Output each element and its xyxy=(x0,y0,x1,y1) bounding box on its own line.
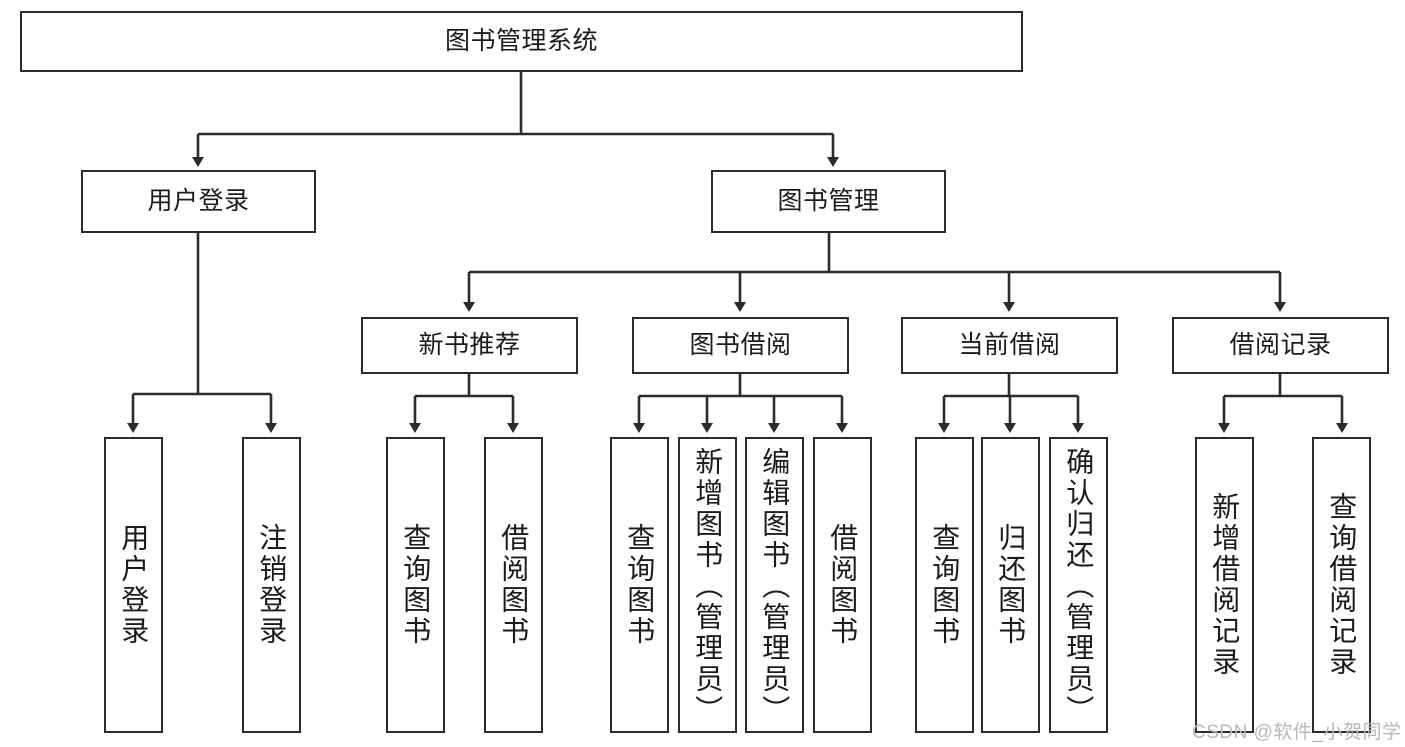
node-book-management[interactable]: 图书管理 xyxy=(711,170,946,233)
node-label: 归还图书 xyxy=(995,523,1027,647)
node-label: 新增图书（管理员） xyxy=(692,447,724,726)
csdn-watermark: CSDN @软件_小贺同学 xyxy=(1192,722,1402,743)
leaf-user-login[interactable]: 用户登录 xyxy=(104,437,163,733)
node-label: 用户登录 xyxy=(118,523,150,647)
node-label: 注销登录 xyxy=(256,523,288,647)
leaf-borrow-book-2[interactable]: 借阅图书 xyxy=(813,437,872,733)
node-label: 确认归还（管理员） xyxy=(1063,447,1095,726)
leaf-query-book-3[interactable]: 查询图书 xyxy=(915,437,974,733)
node-label: 当前借阅 xyxy=(958,330,1061,359)
leaf-borrow-book-1[interactable]: 借阅图书 xyxy=(484,437,543,733)
node-label: 图书管理系统 xyxy=(444,26,598,55)
node-label: 查询图书 xyxy=(400,523,432,647)
node-current-borrow[interactable]: 当前借阅 xyxy=(901,317,1118,374)
node-label: 借阅图书 xyxy=(498,523,530,647)
node-root-system[interactable]: 图书管理系统 xyxy=(20,11,1023,72)
node-label: 查询图书 xyxy=(929,523,961,647)
leaf-query-book-2[interactable]: 查询图书 xyxy=(610,437,669,733)
leaf-add-book[interactable]: 新增图书（管理员） xyxy=(678,437,737,733)
leaf-confirm-return[interactable]: 确认归还（管理员） xyxy=(1049,437,1108,733)
node-label: 图书借阅 xyxy=(689,330,792,359)
node-label: 新增借阅记录 xyxy=(1209,492,1241,678)
node-label: 借阅记录 xyxy=(1229,330,1332,359)
leaf-query-book-1[interactable]: 查询图书 xyxy=(386,437,445,733)
node-label: 借阅图书 xyxy=(827,523,859,647)
node-label: 图书管理 xyxy=(777,186,880,215)
leaf-add-record[interactable]: 新增借阅记录 xyxy=(1195,437,1254,733)
leaf-edit-book[interactable]: 编辑图书（管理员） xyxy=(745,437,804,733)
node-user-login[interactable]: 用户登录 xyxy=(81,170,316,233)
node-book-borrow[interactable]: 图书借阅 xyxy=(632,317,849,374)
leaf-return-book[interactable]: 归还图书 xyxy=(981,437,1040,733)
node-new-book-recommend[interactable]: 新书推荐 xyxy=(361,317,578,374)
node-label: 编辑图书（管理员） xyxy=(759,447,791,726)
leaf-logout-login[interactable]: 注销登录 xyxy=(242,437,301,733)
leaf-query-record[interactable]: 查询借阅记录 xyxy=(1312,437,1371,733)
node-label: 新书推荐 xyxy=(418,330,521,359)
node-label: 查询图书 xyxy=(624,523,656,647)
node-borrow-record[interactable]: 借阅记录 xyxy=(1172,317,1389,374)
node-label: 用户登录 xyxy=(147,186,250,215)
node-label: 查询借阅记录 xyxy=(1326,492,1358,678)
